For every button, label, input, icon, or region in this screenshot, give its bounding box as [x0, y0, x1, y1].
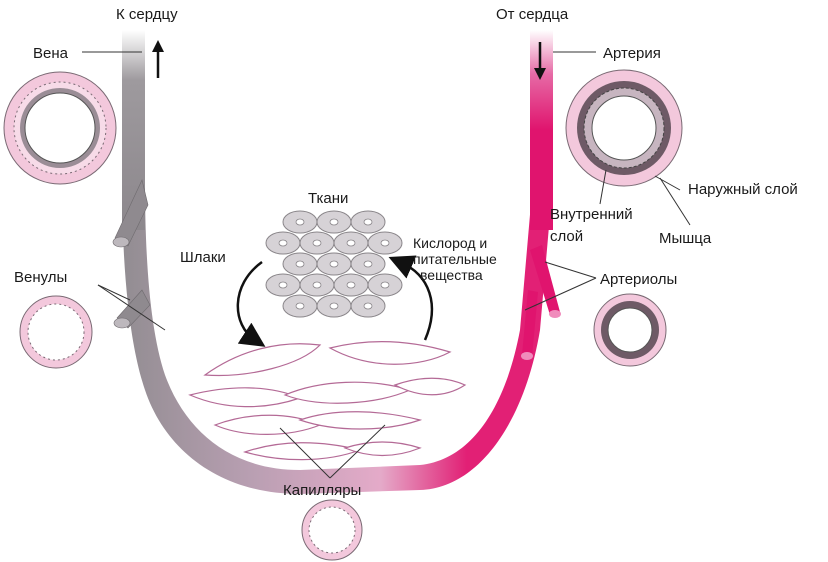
venules-label: Венулы	[14, 269, 67, 286]
to-heart-label: К сердцу	[116, 6, 178, 23]
waste-arrow	[236, 260, 266, 347]
venule-branch-upper	[114, 179, 149, 247]
muscle-label: Мышца	[659, 230, 712, 247]
capillary-cross-section	[301, 499, 363, 561]
inner-layer-label-line1: Внутренний	[550, 206, 633, 223]
waste-label: Шлаки	[180, 249, 226, 266]
capillaries-label: Капилляры	[283, 482, 361, 499]
capillary-network	[188, 341, 467, 461]
venule-cross-section	[19, 295, 93, 369]
vein-cross-section	[3, 71, 117, 185]
vein-trunk	[122, 30, 145, 230]
artery-cross-section	[565, 69, 683, 187]
down-arrow-icon	[534, 42, 546, 80]
artery-trunk	[530, 30, 553, 230]
leader-lines	[82, 51, 691, 479]
arteriole-cross-section	[593, 293, 667, 367]
oxygen-label-line1: Кислород и	[413, 235, 487, 251]
from-heart-label: От сердца	[496, 6, 569, 23]
arteriole-branch-lower	[522, 290, 538, 357]
oxygen-label-line3: вещества	[420, 267, 483, 283]
outer-layer-label: Наружный слой	[688, 181, 798, 198]
artery-label: Артерия	[603, 45, 661, 62]
oxygen-arrow	[388, 255, 434, 341]
oxygen-label-line2: питательные	[413, 251, 497, 267]
vein-label: Вена	[33, 45, 69, 62]
inner-layer-label-line2: слой	[550, 228, 583, 245]
up-arrow-icon	[152, 40, 164, 78]
arterioles-label: Артериолы	[600, 271, 677, 288]
tissues-label: Ткани	[308, 190, 348, 207]
